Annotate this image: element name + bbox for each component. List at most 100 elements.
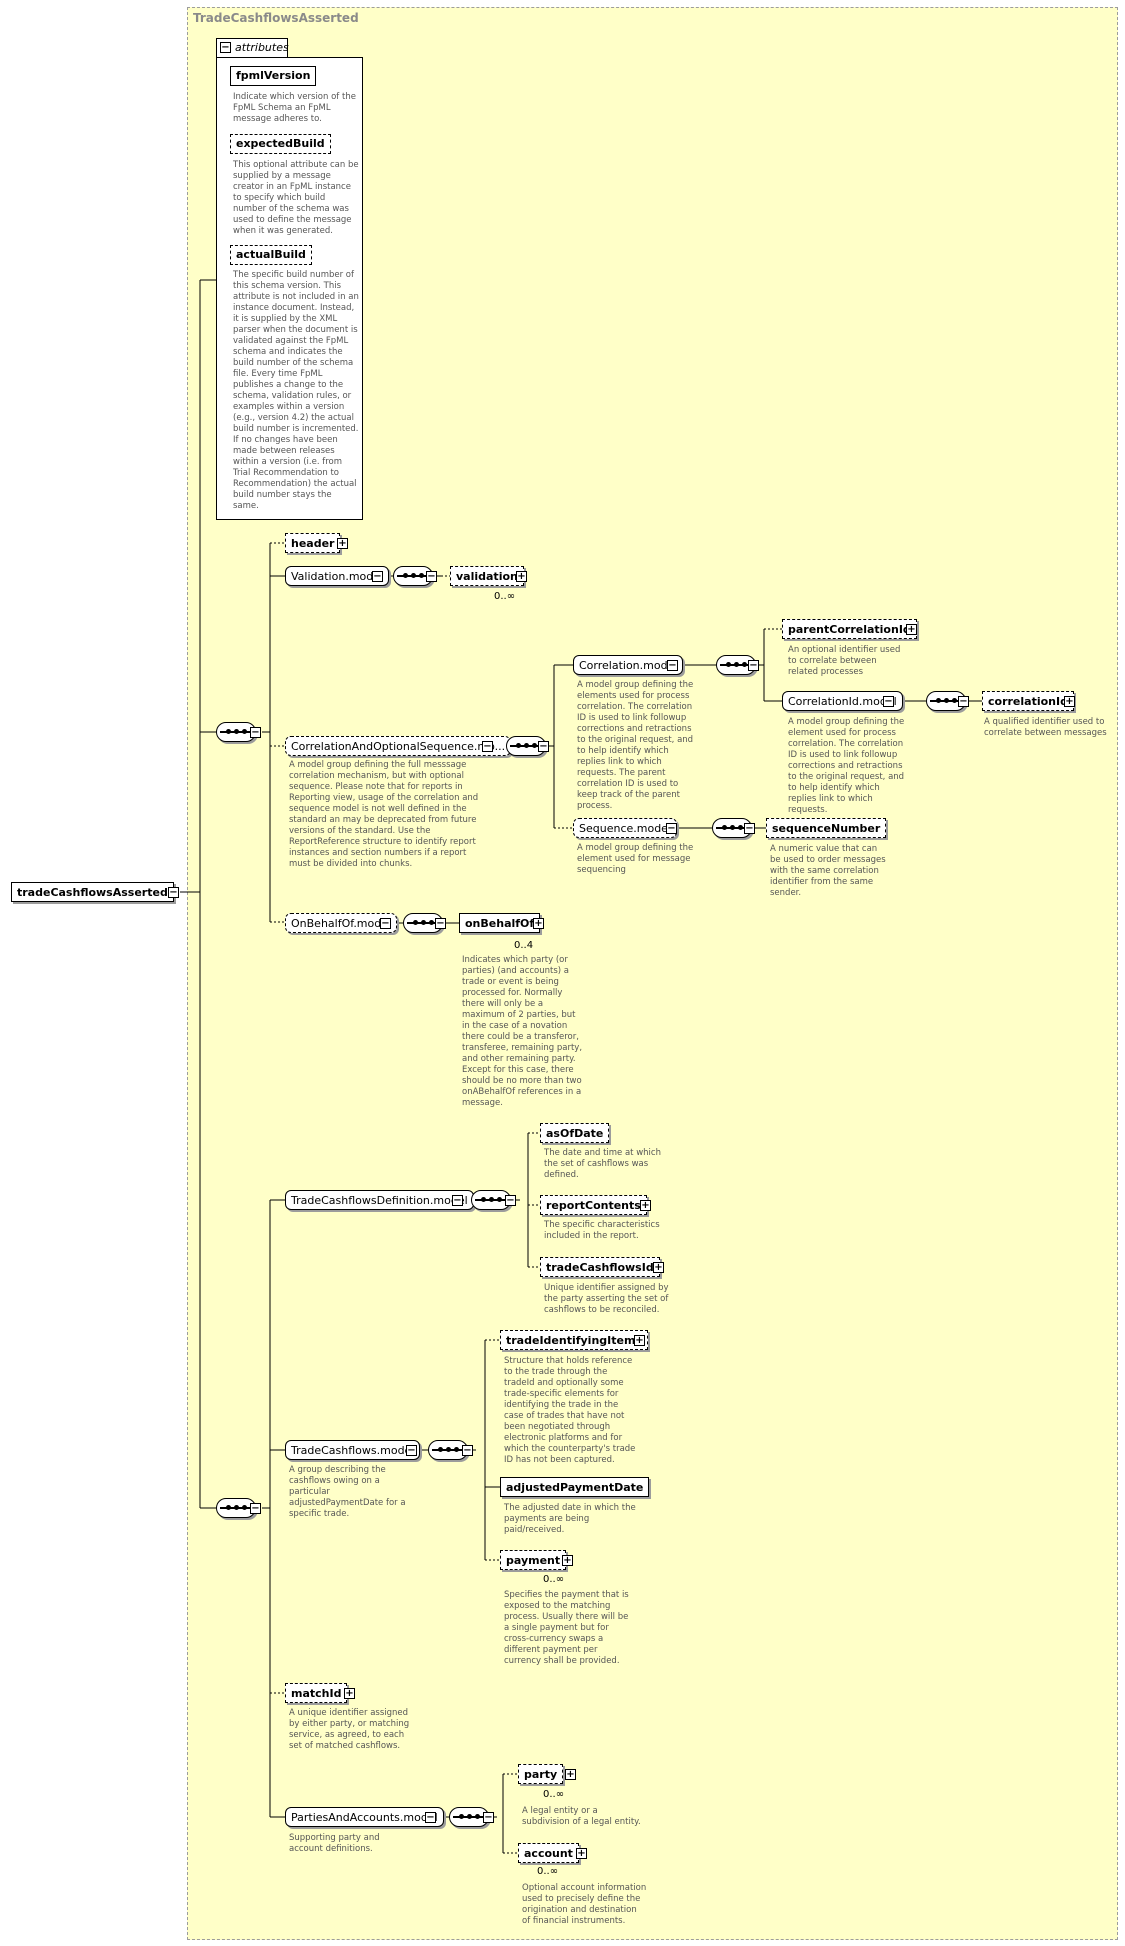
collapse-icon[interactable]: − [406, 1445, 417, 1456]
attr-actualbuild[interactable]: actualBuild [230, 245, 312, 265]
collapse-icon[interactable]: − [435, 918, 446, 929]
element-trade-identifying-items[interactable]: tradeIdentifyingItems [500, 1330, 648, 1350]
collapse-icon[interactable]: − [482, 741, 493, 752]
as-of-date-doc: The date and time at which the set of ca… [544, 1148, 661, 1180]
account-doc: Optional account information used to pre… [522, 1883, 647, 1926]
element-correlation-id[interactable]: correlationId [982, 691, 1074, 711]
attr-actualbuild-doc: The specific build number of this schema… [233, 270, 359, 511]
collapse-icon[interactable]: − [505, 1195, 516, 1206]
group-on-behalf-of-model[interactable]: OnBehalfOf.model [285, 913, 398, 933]
sequence-compositor [716, 655, 756, 675]
element-header[interactable]: header [285, 533, 341, 553]
collapse-icon[interactable]: − [380, 918, 391, 929]
group-trade-cashflows-model[interactable]: TradeCashflows.model [285, 1440, 421, 1460]
sequence-compositor [403, 913, 443, 933]
expand-icon[interactable]: + [1064, 696, 1075, 707]
corr-opt-seq-doc: A model group defining the full messsage… [289, 760, 479, 869]
attr-expectedbuild-doc: This optional attribute can be supplied … [233, 160, 359, 236]
group-trade-cashflows-definition-model[interactable]: TradeCashflowsDefinition.model [285, 1190, 474, 1210]
collapse-attributes-icon[interactable]: − [220, 42, 231, 53]
collapse-icon[interactable]: − [748, 660, 759, 671]
collapse-icon[interactable]: − [425, 1812, 436, 1823]
collapse-icon[interactable]: − [250, 727, 261, 738]
expand-icon[interactable]: + [533, 918, 544, 929]
group-validation-model[interactable]: Validation.model [285, 566, 390, 586]
correlation-id-doc: A qualified identifier used to correlate… [984, 717, 1107, 738]
attr-expectedbuild[interactable]: expectedBuild [230, 134, 331, 154]
expand-icon[interactable]: + [653, 1262, 664, 1273]
sequence-compositor [712, 818, 752, 838]
expand-icon[interactable]: + [906, 624, 917, 635]
trade-cashflows-model-doc: A group describing the cashflows owing o… [289, 1465, 406, 1519]
element-trade-cashflows-id[interactable]: tradeCashflowsId [540, 1257, 660, 1277]
collapse-icon[interactable]: − [250, 1503, 261, 1514]
correlation-model-doc: A model group defining the elements used… [577, 680, 694, 811]
element-payment[interactable]: payment [500, 1550, 570, 1573]
party-doc: A legal entity or a subdivision of a leg… [522, 1806, 641, 1827]
parent-correlation-doc: An optional identifier used to correlate… [788, 645, 901, 677]
element-match-id[interactable]: matchId [285, 1683, 348, 1703]
collapse-icon[interactable]: − [372, 571, 383, 582]
element-adjusted-payment-date[interactable]: adjustedPaymentDate [500, 1477, 650, 1497]
element-on-behalf-of[interactable]: onBehalfOf [459, 913, 544, 936]
match-id-doc: A unique identifier assigned by either p… [289, 1708, 410, 1751]
collapse-icon[interactable]: − [538, 741, 549, 752]
parties-model-doc: Supporting party and account definitions… [289, 1833, 380, 1854]
sequence-compositor [393, 566, 433, 586]
expand-icon[interactable]: + [576, 1848, 587, 1859]
group-sequence-model[interactable]: Sequence.model [573, 818, 678, 838]
element-sequence-number[interactable]: sequenceNumber [766, 818, 887, 838]
collapse-icon[interactable]: − [462, 1445, 473, 1456]
group-parties-and-accounts-model[interactable]: PartiesAndAccounts.model [285, 1807, 444, 1827]
collapse-icon[interactable]: − [667, 660, 678, 671]
collapse-icon[interactable]: − [958, 696, 969, 707]
element-validation[interactable]: validation [450, 566, 527, 589]
expand-icon[interactable]: + [516, 571, 527, 582]
sequence-number-doc: A numeric value that can be used to orde… [770, 844, 886, 898]
element-as-of-date[interactable]: asOfDate [540, 1123, 610, 1143]
cardinality: 0..4 [514, 940, 534, 951]
attr-fpmlversion-doc: Indicate which version of the FpML Schem… [233, 92, 356, 124]
attr-fpmlversion[interactable]: fpmlVersion [230, 66, 317, 86]
collapse-icon[interactable]: − [452, 1195, 463, 1206]
on-behalf-of-doc: Indicates which party (or parties) (and … [462, 955, 583, 1108]
collapse-icon[interactable]: − [666, 823, 677, 834]
expand-icon[interactable]: + [344, 1688, 355, 1699]
collapse-icon[interactable]: − [426, 571, 437, 582]
root-element[interactable]: tradeCashflowsAsserted [11, 882, 174, 902]
payment-doc: Specifies the payment that is exposed to… [504, 1590, 629, 1666]
collapse-icon[interactable]: − [883, 696, 894, 707]
trade-identifying-doc: Structure that holds reference to the tr… [504, 1356, 636, 1465]
expand-icon[interactable]: + [634, 1335, 645, 1346]
element-account[interactable]: account [518, 1843, 582, 1866]
cardinality: 0..∞ [494, 591, 516, 602]
report-contents-doc: The specific characteristics included in… [544, 1220, 660, 1241]
collapse-icon[interactable]: − [168, 887, 179, 898]
expand-icon[interactable]: + [640, 1200, 651, 1211]
cardinality: 0..∞ [537, 1866, 559, 1877]
expand-icon[interactable]: + [565, 1769, 576, 1780]
sequence-compositor [428, 1440, 468, 1460]
sequence-model-doc: A model group defining the element used … [577, 843, 694, 875]
element-parent-correlation-id[interactable]: parentCorrelationId [782, 619, 917, 639]
group-correlation-optional-sequence[interactable]: CorrelationAndOptionalSequence.mo... [285, 736, 512, 756]
sequence-compositor [506, 736, 546, 756]
collapse-icon[interactable]: − [483, 1812, 494, 1823]
trade-cashflows-id-doc: Unique identifier assigned by the party … [544, 1283, 669, 1315]
attributes-label: attributes [235, 41, 289, 54]
collapse-icon[interactable]: − [744, 823, 755, 834]
element-report-contents[interactable]: reportContents [540, 1195, 647, 1215]
element-party[interactable]: party [518, 1764, 567, 1787]
cardinality: 0..∞ [543, 1574, 565, 1585]
adjusted-payment-date-doc: The adjusted date in which the payments … [504, 1503, 636, 1535]
correlation-id-model-doc: A model group defining the element used … [788, 717, 905, 815]
cardinality: 0..∞ [543, 1789, 565, 1800]
attributes-tab: attributes [216, 38, 289, 57]
expand-icon[interactable]: + [337, 538, 348, 549]
expand-icon[interactable]: + [562, 1555, 573, 1566]
group-correlation-model[interactable]: Correlation.model [573, 655, 684, 675]
sequence-compositor [216, 722, 256, 742]
group-correlation-id-model[interactable]: CorrelationId.model [782, 691, 903, 711]
type-title: TradeCashflowsAsserted [193, 11, 359, 25]
